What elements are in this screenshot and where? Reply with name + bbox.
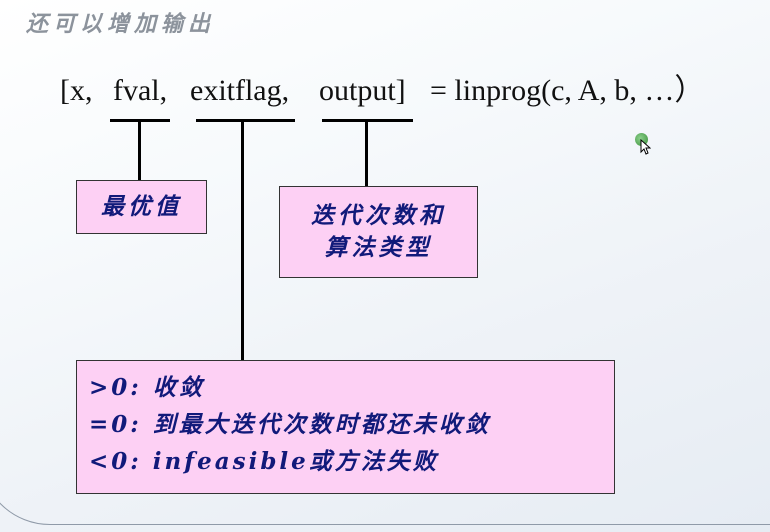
iterations-label-line2: 算法类型	[324, 234, 433, 261]
mouse-cursor-icon	[640, 139, 651, 155]
output-connector	[365, 121, 368, 187]
formula-linprog-call: = linprog(c, A, b, …）	[430, 74, 705, 107]
exitflag-underline	[196, 119, 295, 122]
iterations-box: 迭代次数和 算法类型	[279, 186, 478, 278]
exitflag-box: >0: 收敛 =0: 到最大迭代次数时都还未收敛 <0: infeasible或…	[76, 360, 615, 494]
exitflag-positive-line: >0: 收敛	[89, 374, 205, 401]
exitflag-connector	[241, 121, 244, 361]
output-underline	[322, 119, 413, 122]
fval-underline	[110, 119, 170, 122]
formula-x: [x,	[60, 74, 93, 107]
iterations-label-line1: 迭代次数和	[311, 202, 446, 229]
slide-heading: 还可以增加输出	[26, 11, 216, 37]
exitflag-zero-line: =0: 到最大迭代次数时都还未收敛	[89, 411, 491, 438]
formula-fval: fval,	[113, 74, 168, 107]
optimal-value-label: 最优值	[101, 193, 182, 220]
exitflag-negative-line: <0: infeasible或方法失败	[89, 448, 439, 475]
optimal-value-box: 最优值	[76, 180, 207, 234]
formula-exitflag: exitflag,	[190, 74, 290, 107]
fval-connector	[138, 121, 141, 181]
formula-output: output]	[319, 74, 406, 107]
